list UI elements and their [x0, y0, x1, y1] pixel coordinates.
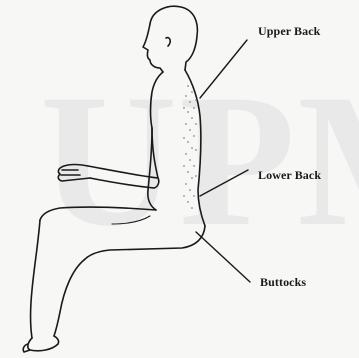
upper-back-leader [200, 40, 247, 98]
label-upper-back: Upper Back [258, 24, 320, 39]
face-outline [143, 24, 163, 72]
elbow [154, 178, 159, 188]
fingers [61, 170, 80, 175]
buttocks-leader [196, 232, 250, 282]
foot-outline [28, 336, 59, 351]
ear [166, 38, 170, 46]
upper-arm-outline [152, 128, 158, 178]
head-outline [150, 6, 197, 70]
thigh-line [112, 216, 150, 224]
label-buttocks: Buttocks [260, 275, 306, 290]
chest-outline [151, 72, 164, 128]
spine-shading [183, 85, 197, 209]
shin-front [31, 220, 41, 338]
calf-outline [54, 260, 84, 336]
thigh-top [40, 207, 156, 220]
label-lower-back: Lower Back [258, 168, 321, 183]
forearm-bottom [90, 178, 154, 188]
hand-outline [58, 165, 90, 182]
belly-outline [148, 128, 156, 210]
lower-back-leader [200, 170, 248, 196]
buttock-outline [84, 226, 205, 260]
forearm-top [88, 166, 158, 178]
